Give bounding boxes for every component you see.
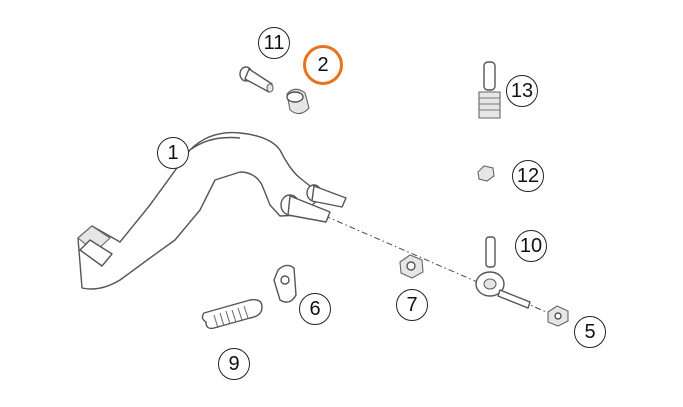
callout-2: 2 bbox=[303, 45, 343, 85]
callout-11: 11 bbox=[258, 27, 290, 59]
part-5-nut bbox=[547, 305, 569, 327]
callout-1: 1 bbox=[157, 137, 189, 169]
part-13-screw bbox=[478, 61, 501, 119]
part-6-plate bbox=[273, 264, 297, 303]
part-9-spring bbox=[201, 298, 263, 330]
part-12-nut bbox=[477, 165, 495, 182]
callout-6: 6 bbox=[299, 293, 331, 325]
part-1-brake-pedal bbox=[77, 131, 347, 290]
callout-9: 9 bbox=[218, 348, 250, 380]
callout-7: 7 bbox=[396, 289, 428, 321]
part-2-bushing bbox=[286, 88, 310, 115]
callout-5: 5 bbox=[574, 316, 606, 348]
part-7-nut bbox=[399, 254, 424, 279]
part-11-bolt bbox=[239, 66, 274, 93]
callout-13: 13 bbox=[506, 75, 538, 107]
callout-12: 12 bbox=[512, 160, 544, 192]
part-10-clevis bbox=[475, 236, 531, 309]
callout-10: 10 bbox=[515, 230, 547, 262]
